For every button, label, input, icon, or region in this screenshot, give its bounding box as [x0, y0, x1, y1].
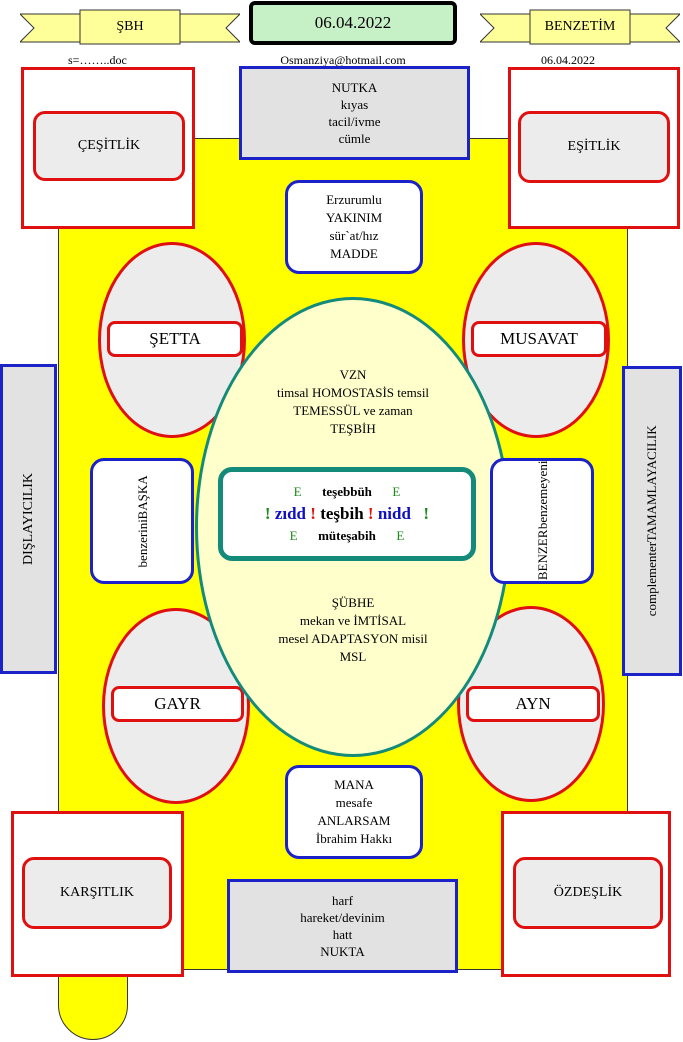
left-ribbon-shape — [20, 9, 240, 45]
core-row1-left: E — [293, 484, 302, 499]
core-bang: ! — [423, 504, 430, 523]
ellipse-top-line: timsal HOMOSTASİS temsil — [276, 385, 430, 400]
inner-bottom-line: İbrahim Hakkı — [315, 831, 393, 846]
side-right-line: TAMAMLAYACILIK — [644, 425, 659, 543]
inner-top-box: Erzurumlu YAKINIM sür`at/hız MADDE — [285, 180, 423, 274]
core-bang: ! — [310, 504, 316, 523]
side-inner-right-line: BENZER — [534, 530, 550, 581]
oval-top-left-label: ŞETTA — [107, 321, 243, 357]
side-left-box: DIŞLAYICILIK — [0, 364, 57, 674]
side-left-label: DIŞLAYICILIK — [21, 472, 36, 566]
oval-bottom-left-label: GAYR — [111, 686, 244, 722]
side-inner-left-line: benzerini — [134, 518, 150, 568]
corner-top-right-label: EŞİTLİK — [518, 111, 670, 183]
side-right-text: complementer TAMAMLAYACILIK — [644, 425, 660, 616]
bottom-box-line: hatt — [332, 927, 353, 942]
inner-bottom-box: MANA mesafe ANLARSAM İbrahim Hakkı — [285, 765, 423, 859]
ellipse-top-line: TEŞBİH — [330, 421, 376, 436]
inner-bottom-line: mesafe — [335, 795, 373, 810]
core-row2-right: nidd — [377, 504, 411, 523]
ellipse-top-text: VZN timsal HOMOSTASİS temsil TEMESSÜL ve… — [225, 366, 481, 438]
ellipse-bottom-line: mesel ADAPTASYON misil — [278, 631, 428, 646]
header-date: 06.04.2022 — [249, 1, 457, 45]
inner-top-line: Erzurumlu — [326, 192, 382, 207]
ellipse-bottom-line: ŞÜBHE — [331, 595, 375, 610]
core-row2-mid: teşbih — [320, 504, 364, 523]
oval-top-right-label: MUSAVAT — [471, 321, 607, 357]
core-row2: ! zıdd ! teşbih ! nidd ! — [265, 502, 429, 526]
top-box-line: cümle — [338, 131, 371, 146]
left-ribbon-label: ŞBH — [116, 19, 144, 34]
core-row3: E müteşabih E — [290, 526, 405, 546]
core-bang: ! — [367, 504, 374, 523]
core-row3-left: E — [289, 528, 298, 543]
inner-bottom-line: MANA — [334, 777, 374, 792]
left-subtitle: s=……..doc — [68, 53, 127, 67]
side-inner-right: BENZER benzemeyeni — [490, 458, 594, 584]
inner-bottom-line: ANLARSAM — [317, 813, 391, 828]
ellipse-bottom-line: mekan ve İMTİSAL — [299, 613, 407, 628]
side-right-line: complementer — [644, 542, 659, 617]
core-row3-right: E — [396, 528, 405, 543]
ellipse-top-line: VZN — [339, 367, 367, 382]
corner-top-left-label: ÇEŞİTLİK — [33, 111, 185, 181]
ellipse-bottom-text: ŞÜBHE mekan ve İMTİSAL mesel ADAPTASYON … — [225, 594, 481, 666]
side-inner-left-line: BAŞKA — [134, 474, 150, 519]
core-row2-left: zıdd — [274, 504, 307, 523]
core-row1-mid: teşebbüh — [322, 484, 372, 499]
core-bang: ! — [264, 504, 271, 523]
bottom-box-line: harf — [332, 893, 353, 908]
center-subtitle: Osmanziya@hotmail.com — [280, 53, 406, 67]
side-inner-left-text: benzerini BAŞKA — [134, 475, 151, 567]
side-inner-right-line: benzemeyeni — [534, 461, 550, 530]
top-box-line: tacil/ivme — [328, 114, 381, 129]
right-ribbon-label: BENZETİM — [544, 19, 616, 34]
corner-bottom-right-label: ÖZDEŞLİK — [513, 857, 663, 929]
ellipse-bottom-line: MSL — [339, 649, 367, 664]
bottom-box-line: NUKTA — [320, 944, 365, 959]
right-subtitle: 06.04.2022 — [541, 53, 595, 67]
side-inner-left: benzerini BAŞKA — [90, 458, 194, 584]
bottom-box-line: hareket/devinim — [300, 910, 385, 925]
bottom-box: harf hareket/devinim hatt NUKTA — [227, 879, 458, 973]
side-right-box: complementer TAMAMLAYACILIK — [622, 366, 682, 676]
inner-top-line: sür`at/hız — [329, 228, 379, 243]
inner-top-line: MADDE — [330, 246, 378, 261]
side-inner-right-text: BENZER benzemeyeni — [534, 461, 551, 580]
top-box: NUTKA kıyas tacil/ivme cümle — [239, 66, 470, 160]
corner-bottom-left-label: KARŞITLIK — [22, 857, 172, 929]
ellipse-top-line: TEMESSÜL ve zaman — [293, 403, 413, 418]
core-box: E teşebbüh E ! zıdd ! teşbih ! nidd ! E … — [218, 467, 476, 561]
top-box-line: kıyas — [340, 97, 369, 112]
oval-bottom-right-label: AYN — [466, 686, 600, 722]
core-row1: E teşebbüh E — [294, 482, 401, 502]
core-row1-right: E — [392, 484, 401, 499]
right-ribbon-shape — [480, 9, 680, 45]
inner-top-line: YAKINIM — [325, 210, 383, 225]
core-row3-mid: müteşabih — [318, 528, 376, 543]
top-box-line: NUTKA — [331, 80, 378, 95]
